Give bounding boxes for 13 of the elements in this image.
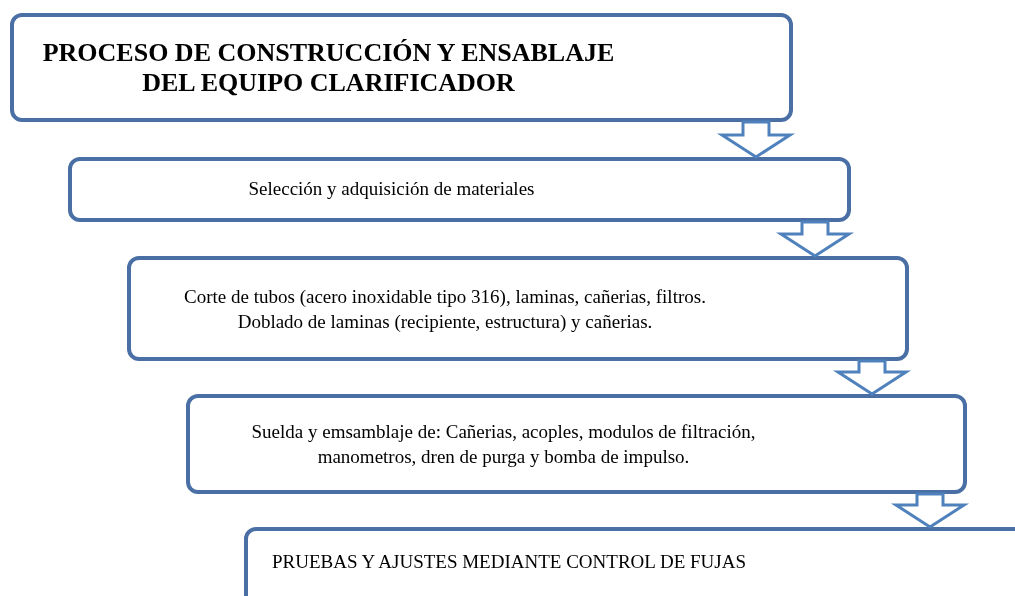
block-arrow [775,220,855,258]
block-arrow [716,120,796,159]
step-text: Corte de tubos (acero inoxidable tipo 316), laminas, cañerias, filtros. Doblado de laminas (recipiente, estructura) y cañerias. [183,284,707,334]
step-text: Selección y adquisición de materiales [247,177,536,202]
process-box [127,256,909,361]
step-text: PRUEBAS Y AJUSTES MEDIANTE CONTROL DE FUJAS [272,549,747,574]
step-text: PROCESO DE CONSTRUCCIÓN Y ENSABLAJE DEL EQUIPO CLARIFICADOR [41,37,616,98]
process-box [10,13,793,122]
step-text: Suelda y emsamblaje de: Cañerias, acoples, modulos de filtración, manometros, dren de purga y bomba de impulso. [250,420,757,469]
process-box [68,157,851,222]
block-arrow [832,359,912,396]
block-arrow [890,492,970,529]
process-box [186,394,967,494]
